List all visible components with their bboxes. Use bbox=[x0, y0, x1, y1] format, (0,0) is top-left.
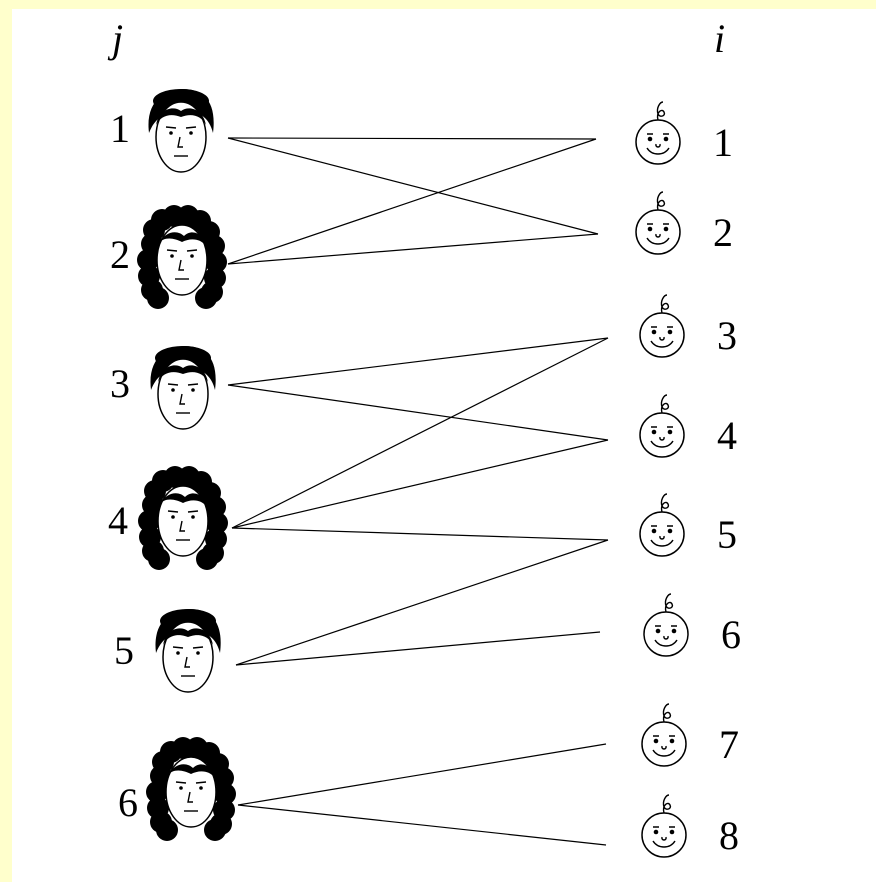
baby-face-icon bbox=[635, 191, 681, 255]
baby-face-icon bbox=[639, 294, 685, 358]
edge-parent-3-child-3 bbox=[227, 337, 609, 386]
child-label: 6 bbox=[721, 612, 741, 657]
edge-parent-1-child-2 bbox=[227, 137, 599, 235]
parent-label: 1 bbox=[110, 106, 130, 151]
parent-1: 1 bbox=[110, 89, 214, 173]
baby-face-icon bbox=[635, 101, 681, 165]
curly-hair-face-icon bbox=[146, 737, 236, 841]
edges-layer bbox=[227, 137, 609, 846]
parent-label: 6 bbox=[118, 780, 138, 825]
edge-parent-6-child-7 bbox=[237, 743, 607, 806]
parent-4: 4 bbox=[108, 466, 228, 570]
parent-label: 3 bbox=[110, 361, 130, 406]
parent-3: 3 bbox=[110, 346, 216, 430]
short-hair-face-icon bbox=[155, 609, 221, 693]
child-1: 1 bbox=[635, 101, 733, 165]
parents-layer: 1 2 3 4 5 6 bbox=[108, 89, 236, 841]
parents-header: j bbox=[107, 16, 123, 61]
child-4: 4 bbox=[639, 394, 737, 458]
edge-parent-6-child-8 bbox=[237, 804, 607, 846]
baby-face-icon bbox=[639, 394, 685, 458]
child-8: 8 bbox=[641, 794, 739, 858]
child-label: 5 bbox=[717, 512, 737, 557]
parent-2: 2 bbox=[110, 205, 227, 309]
child-label: 8 bbox=[719, 813, 739, 858]
baby-face-icon bbox=[639, 493, 685, 557]
edge-parent-3-child-4 bbox=[227, 384, 609, 441]
curly-hair-face-icon bbox=[137, 205, 227, 309]
child-label: 4 bbox=[717, 413, 737, 458]
child-6: 6 bbox=[643, 593, 741, 657]
child-3: 3 bbox=[639, 294, 737, 358]
edge-parent-2-child-2 bbox=[227, 233, 599, 265]
parent-5: 5 bbox=[114, 609, 221, 693]
short-hair-face-icon bbox=[148, 89, 214, 173]
edge-parent-5-child-6 bbox=[235, 631, 601, 666]
children-layer: 1 2 3 4 5 6 7 8 bbox=[635, 101, 741, 858]
baby-face-icon bbox=[641, 703, 687, 767]
edge-parent-4-child-3 bbox=[231, 337, 609, 529]
parent-6: 6 bbox=[118, 737, 236, 841]
edge-parent-4-child-4 bbox=[231, 439, 609, 529]
child-label: 3 bbox=[717, 313, 737, 358]
edge-parent-4-child-5 bbox=[231, 527, 609, 541]
short-hair-face-icon bbox=[150, 346, 216, 430]
child-label: 7 bbox=[719, 722, 739, 767]
parent-label: 2 bbox=[110, 232, 130, 277]
edge-parent-2-child-1 bbox=[227, 138, 597, 265]
edge-parent-1-child-1 bbox=[227, 137, 597, 140]
diagram-panel bbox=[12, 9, 876, 882]
child-label: 2 bbox=[713, 210, 733, 255]
child-label: 1 bbox=[713, 120, 733, 165]
child-5: 5 bbox=[639, 493, 737, 557]
child-7: 7 bbox=[641, 703, 739, 767]
curly-hair-face-icon bbox=[138, 466, 228, 570]
parent-label: 5 bbox=[114, 628, 134, 673]
child-2: 2 bbox=[635, 191, 733, 255]
baby-face-icon bbox=[643, 593, 689, 657]
children-header: i bbox=[714, 16, 725, 61]
edge-parent-5-child-5 bbox=[235, 539, 609, 666]
baby-face-icon bbox=[641, 794, 687, 858]
parent-label: 4 bbox=[108, 498, 128, 543]
